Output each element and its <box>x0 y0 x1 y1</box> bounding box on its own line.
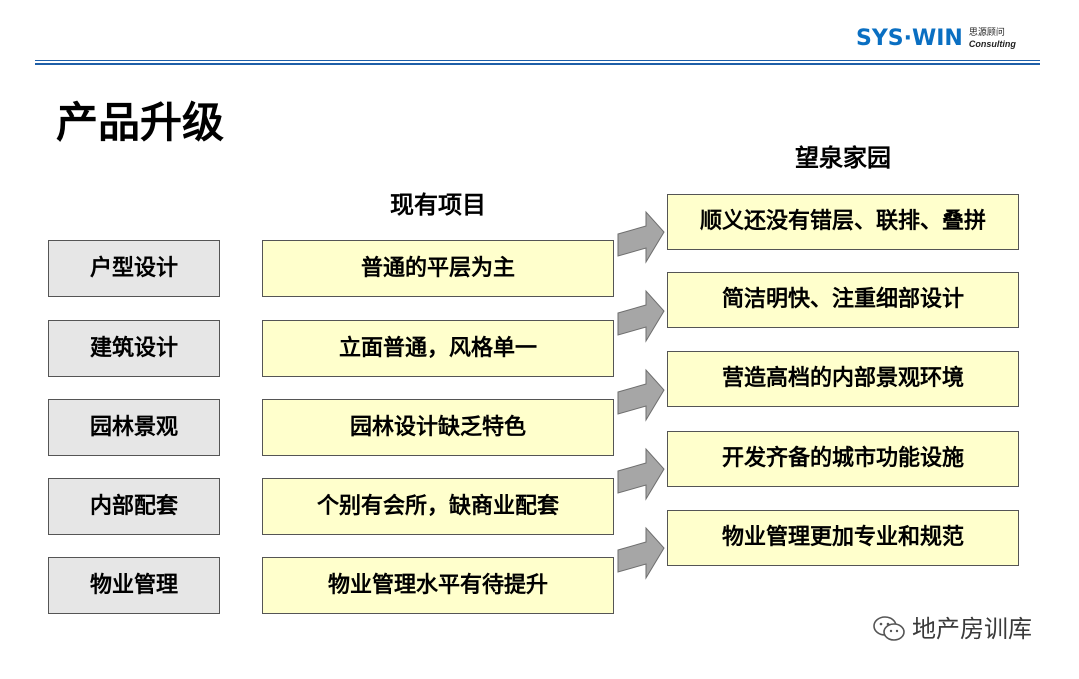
category-box-architecture: 建筑设计 <box>48 320 220 377</box>
logo-wordmark: SYS·WIN <box>856 26 963 51</box>
page-title: 产品升级 <box>56 98 225 147</box>
target-item-unit-design: 顺义还没有错层、联排、叠拼 <box>667 194 1019 250</box>
current-item-architecture: 立面普通，风格单一 <box>262 320 614 377</box>
header-rule-thick <box>35 63 1040 65</box>
target-item-architecture: 简洁明快、注重细部设计 <box>667 272 1019 328</box>
target-item-property-management: 物业管理更加专业和规范 <box>667 510 1019 566</box>
current-item-landscape: 园林设计缺乏特色 <box>262 399 614 456</box>
current-item-unit-design: 普通的平层为主 <box>262 240 614 297</box>
category-box-unit-design: 户型设计 <box>48 240 220 297</box>
current-item-property-management: 物业管理水平有待提升 <box>262 557 614 614</box>
category-box-landscape: 园林景观 <box>48 399 220 456</box>
current-item-facilities: 个别有会所，缺商业配套 <box>262 478 614 535</box>
upgrade-arrow-icon <box>617 210 665 264</box>
upgrade-arrow-icon <box>617 368 665 422</box>
watermark-text: 地产房训库 <box>912 615 1032 643</box>
target-item-facilities: 开发齐备的城市功能设施 <box>667 431 1019 487</box>
logo-en-text: Consulting <box>968 39 1016 49</box>
header-rule-thin <box>35 60 1040 61</box>
upgrade-arrow-icon <box>617 289 665 343</box>
category-box-property-management: 物业管理 <box>48 557 220 614</box>
category-box-facilities: 内部配套 <box>48 478 220 535</box>
wechat-icon <box>873 616 905 641</box>
target-item-landscape: 营造高档的内部景观环境 <box>667 351 1019 407</box>
upgrade-arrow-icon <box>617 447 665 501</box>
syswin-logo: SYS·WIN 思源顾问 Consulting <box>856 25 1016 53</box>
upgrade-arrow-icon <box>617 526 665 580</box>
logo-cn-text: 思源顾问 <box>968 28 1005 38</box>
current-column-heading: 现有项目 <box>390 191 486 219</box>
watermark: 地产房训库 <box>872 614 1032 644</box>
target-column-heading: 望泉家园 <box>795 144 891 172</box>
logo-subtitle: 思源顾问 Consulting <box>969 28 1016 50</box>
